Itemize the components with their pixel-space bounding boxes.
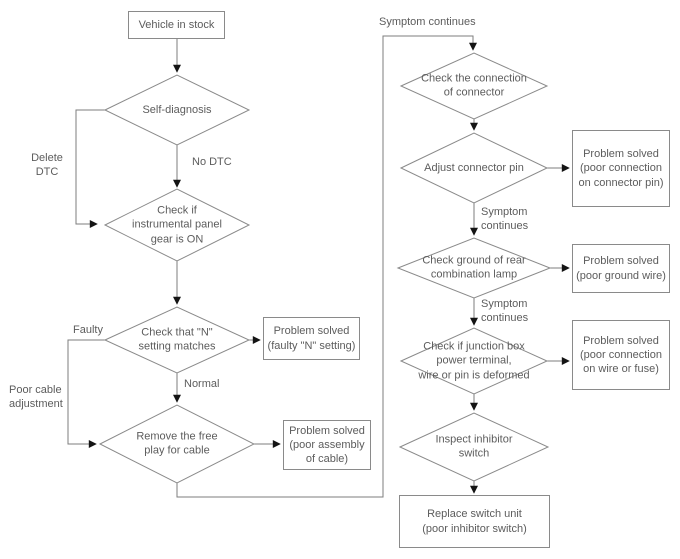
edge-faulty-loop [67, 339, 105, 448]
node-self-diagnosis: Self-diagnosis [142, 103, 212, 116]
node-check-panel-gear: Check if instrumental panel gear is ON [132, 204, 222, 246]
node-check-n-setting: Check that "N" setting matches [138, 326, 216, 353]
node-check-ground-lamp: Check ground of rear combination lamp [422, 254, 526, 281]
label-poor-cable-adjustment: Poor cable adjustment [9, 384, 63, 411]
diamond-check-connector [399, 52, 549, 120]
label-no-dtc: No DTC [192, 156, 232, 168]
diamond-check-junction-box [399, 327, 549, 395]
node-problem-solved-ground-wire: Problem solved (poor ground wire) [572, 244, 670, 293]
diamond-adjust-connector-pin [399, 132, 549, 204]
label-symptom-continues-1: Symptom continues [481, 206, 529, 233]
node-inspect-inhibitor-switch: Inspect inhibitor switch [435, 433, 513, 460]
node-vehicle-in-stock: Vehicle in stock [128, 11, 225, 39]
node-problem-solved-connector-pin: Problem solved (poor connection on conne… [572, 130, 670, 207]
node-remove-free-play: Remove the free play for cable [136, 430, 218, 457]
diamond-check-n-setting [103, 306, 251, 374]
node-problem-solved-wire-fuse: Problem solved (poor connection on wire … [572, 320, 670, 390]
label-symptom-continues-top: Symptom continues [379, 16, 476, 28]
diamond-remove-free-play [98, 404, 256, 484]
label-normal: Normal [184, 378, 220, 390]
diamond-check-ground-lamp [396, 237, 552, 299]
node-check-connector: Check the connection of connector [421, 72, 527, 99]
diamond-self-diagnosis [103, 74, 251, 146]
edge-remove-to-connector-feedback [176, 35, 477, 498]
diamond-inspect-inhibitor-switch [398, 412, 550, 482]
node-problem-solved-n-setting: Problem solved (faulty "N" setting) [263, 317, 360, 360]
node-replace-switch-unit: Replace switch unit (poor inhibitor swit… [399, 495, 550, 548]
label-faulty: Faulty [73, 324, 103, 336]
node-check-junction-box: Check if junction box power terminal, wi… [418, 340, 530, 382]
label-symptom-continues-2: Symptom continues [481, 298, 529, 325]
node-adjust-connector-pin: Adjust connector pin [424, 161, 524, 174]
diamond-check-panel-gear [103, 188, 251, 262]
label-delete-dtc: Delete DTC [31, 152, 63, 179]
edge-delete-dtc-loop [75, 109, 105, 228]
node-problem-solved-cable-assembly: Problem solved (poor assembly of cable) [283, 420, 371, 470]
